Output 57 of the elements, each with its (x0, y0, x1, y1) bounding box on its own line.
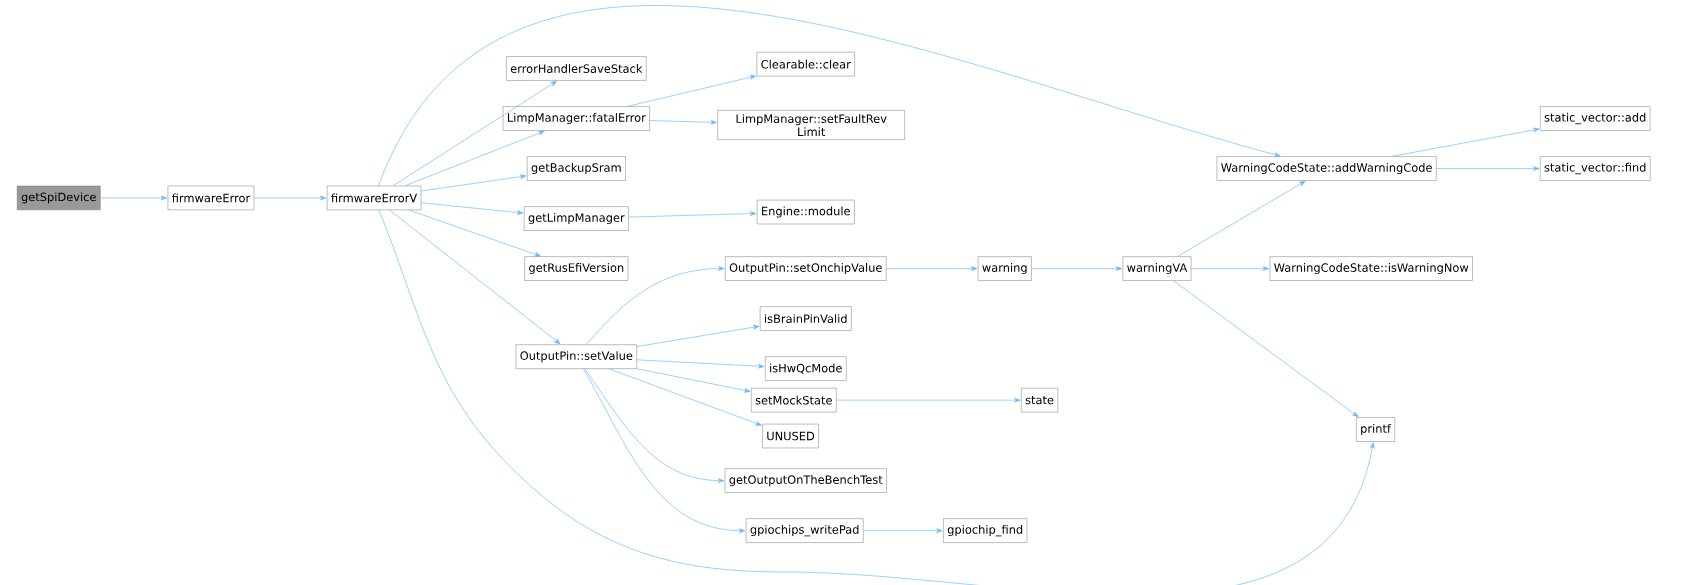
arrow (863, 528, 943, 533)
arrow (584, 368, 725, 483)
function-box: WarningCodeState::isWarningNow (1269, 256, 1473, 281)
arrow (1436, 166, 1540, 171)
function-box: firmwareError (167, 185, 255, 211)
arrow (836, 397, 1021, 403)
arrow (392, 80, 557, 187)
arrow (378, 209, 1375, 585)
arrow (628, 211, 757, 218)
function-box: LimpManager::setFaultRev Limit (717, 110, 905, 140)
arrow (404, 130, 545, 187)
function-box: errorHandlerSaveStack (506, 56, 647, 81)
function-box: setMockState (751, 387, 837, 413)
arrow (886, 266, 978, 271)
arrow (649, 119, 717, 125)
arrow (408, 209, 541, 257)
function-box: isHwQcMode (765, 356, 847, 381)
arrow (100, 195, 168, 201)
function-box: Clearable::clear (756, 51, 855, 77)
function-box: getBackupSram (526, 156, 626, 181)
arrow (420, 174, 527, 192)
arrow (583, 368, 746, 533)
function-box: printf (1356, 417, 1395, 442)
function-box: LimpManager::fatalError (502, 106, 650, 131)
arrow (1191, 266, 1269, 271)
arrow (1031, 266, 1122, 271)
function-box: warning (977, 256, 1032, 281)
arrow (378, 5, 1281, 187)
arrow (1391, 127, 1540, 157)
function-box: OutputPin::setValue (515, 344, 637, 369)
function-box: getLimpManager (523, 206, 629, 231)
arrow (420, 202, 524, 215)
function-box: gpiochips_writePad (745, 518, 864, 543)
function-box: getRusEfiVersion (524, 256, 629, 281)
function-box: static_vector::add (1540, 106, 1651, 131)
function-box: getOutputOnTheBenchTest (724, 468, 887, 493)
arrow (636, 359, 765, 369)
arrow (608, 368, 762, 426)
function-box: firmwareErrorV (326, 185, 422, 211)
function-box: state (1021, 387, 1059, 413)
arrow (1177, 180, 1306, 257)
function-box: UNUSED (762, 423, 819, 449)
arrow (253, 195, 327, 201)
arrow (627, 75, 757, 107)
arrow (1173, 280, 1359, 418)
function-box: warningVA (1122, 256, 1192, 281)
function-box: Engine::module (756, 199, 855, 225)
function-box: isBrainPinValid (759, 306, 852, 331)
function-box: gpiochip_find (943, 518, 1028, 543)
arrow (389, 209, 561, 345)
function-box: WarningCodeState::addWarningCode (1216, 156, 1437, 181)
function-box: static_vector::find (1539, 156, 1651, 181)
arrow (636, 368, 751, 393)
function-box: OutputPin::setOnchipValue (725, 256, 887, 281)
function-box: getSpiDevice (16, 185, 101, 211)
arrow (636, 324, 760, 347)
arrow (586, 266, 725, 345)
